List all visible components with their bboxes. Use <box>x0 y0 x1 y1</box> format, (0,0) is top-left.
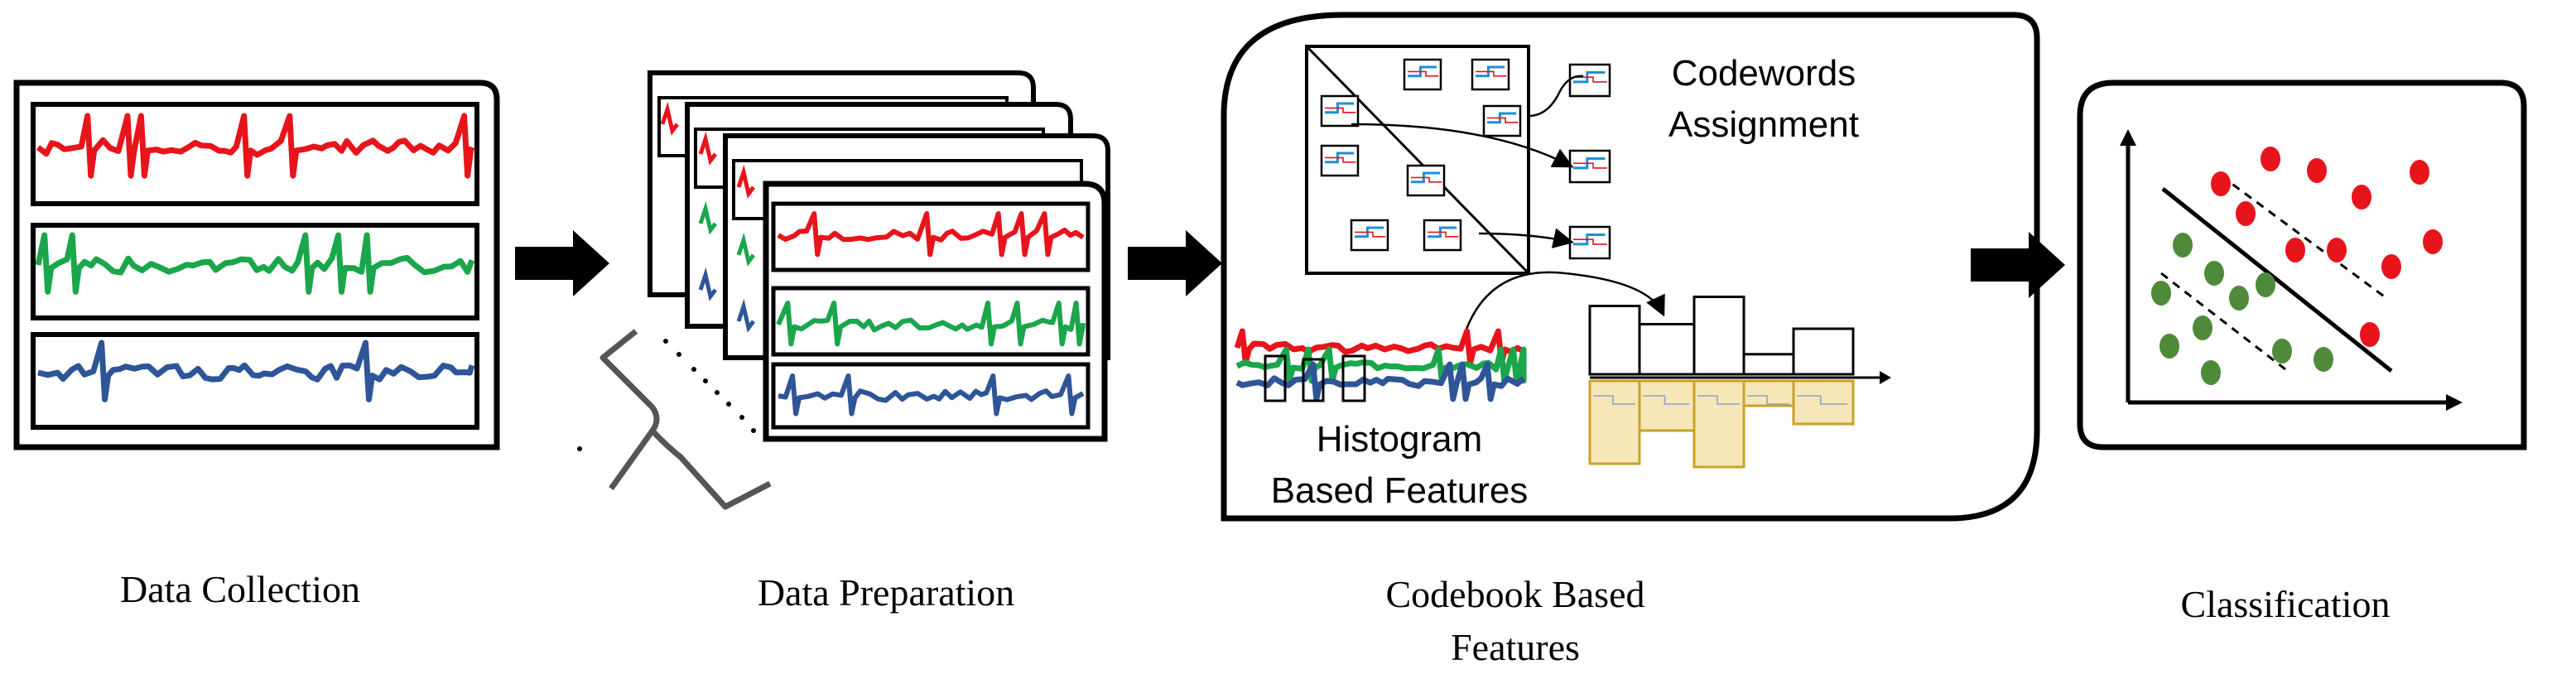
class-red-point <box>2285 238 2305 262</box>
histogram-line1: Histogram <box>1316 419 1483 460</box>
signal-red <box>36 113 475 179</box>
class-green-point <box>2201 360 2221 385</box>
signal-green <box>1235 346 1527 384</box>
histogram-bar <box>1742 353 1795 376</box>
class-red-point <box>2381 254 2401 279</box>
class-green-point <box>2229 286 2249 311</box>
histogram-bar <box>1792 327 1855 376</box>
codeword-icon <box>1350 219 1389 252</box>
stage-label-codebook-line1: Codebook Based <box>1385 573 1645 615</box>
assigned-codewords <box>1568 63 1611 260</box>
signal-green <box>776 301 1086 347</box>
class-green-point <box>2193 315 2212 340</box>
class-red-point <box>2211 171 2231 196</box>
class-red-point <box>2307 158 2327 183</box>
codeword-icons <box>1320 58 1522 252</box>
histogram-codeword-bin <box>1638 379 1696 432</box>
classification-panel <box>2077 79 2527 450</box>
window-stack-front <box>763 181 1108 442</box>
histogram-codeword-bin <box>1588 379 1641 465</box>
class-green-point <box>2160 334 2179 359</box>
class-green-points <box>2151 233 2333 385</box>
class-green-point <box>2173 233 2193 258</box>
codeword-icon <box>1403 58 1442 91</box>
ellipsis-dots <box>577 339 756 451</box>
codewords-line2: Assignment <box>1668 104 1859 145</box>
signal-blue <box>37 340 475 402</box>
stage-label-codebook-line2: Features <box>1451 626 1580 668</box>
stage-label-classification: Classification <box>2180 583 2391 625</box>
class-red-point <box>2261 147 2280 171</box>
decision-boundary <box>2161 187 2393 373</box>
class-red-point <box>2410 160 2429 185</box>
codebook-panel <box>1221 12 2040 522</box>
signal-blue <box>778 373 1085 417</box>
class-red-point <box>2352 185 2371 209</box>
codeword-icon <box>1471 58 1510 91</box>
stage-label-data-preparation: Data Preparation <box>757 571 1015 614</box>
histogram-bar <box>1588 305 1641 376</box>
window-markers <box>1264 354 1366 402</box>
class-red-point <box>2236 201 2256 226</box>
histogram-bar <box>1638 323 1696 376</box>
arrow-right <box>1128 230 1222 296</box>
class-red-points <box>2211 147 2443 347</box>
assigned-codeword-icon <box>1568 63 1611 98</box>
margin-line <box>2160 272 2286 371</box>
class-red-point <box>2360 322 2380 347</box>
assigned-codeword-icon <box>1568 225 1611 260</box>
data-preparation-panel <box>577 70 1110 510</box>
assignment-connectors <box>1351 75 1665 332</box>
histogram-codeword-bin <box>1742 379 1795 407</box>
signal-red <box>777 211 1085 258</box>
margin-line <box>2220 174 2387 300</box>
histogram-codeword-bin <box>1792 379 1855 426</box>
codeword-icon <box>1406 164 1446 197</box>
codewords-line1: Codewords <box>1671 53 1856 94</box>
brace <box>599 329 772 510</box>
histogram-features-label: Histogram Based Features <box>1242 414 1557 517</box>
stage-label-codebook: Codebook Based Features <box>1317 568 1714 674</box>
assigned-codeword-icon <box>1568 149 1611 184</box>
codewords-assignment-label: Codewords Assignment <box>1623 48 1904 151</box>
stage-label-data-collection: Data Collection <box>120 568 360 610</box>
class-green-point <box>2314 347 2333 372</box>
signal-blue <box>1235 361 1526 402</box>
histogram-bar <box>1692 296 1745 376</box>
histogram-bars <box>1588 296 1855 376</box>
class-red-point <box>2423 229 2443 254</box>
class-red-point <box>2327 238 2347 262</box>
class-green-point <box>2272 339 2292 364</box>
arrow-right <box>1971 232 2065 298</box>
codeword-icon <box>1482 104 1522 137</box>
signal-green <box>35 232 475 295</box>
signal-red <box>1234 328 1525 366</box>
histogram-line2: Based Features <box>1270 470 1529 511</box>
class-green-point <box>2256 272 2275 297</box>
histogram-codeword-bin <box>1692 379 1745 469</box>
data-collection-panel <box>13 79 500 450</box>
codeword-icon <box>1320 144 1360 177</box>
class-green-point <box>2151 281 2171 306</box>
histogram-codeword-bins <box>1588 379 1855 469</box>
class-green-point <box>2204 261 2224 286</box>
codeword-icon <box>1423 219 1462 252</box>
arrow-right <box>515 230 609 296</box>
codeword-icon <box>1320 94 1360 128</box>
